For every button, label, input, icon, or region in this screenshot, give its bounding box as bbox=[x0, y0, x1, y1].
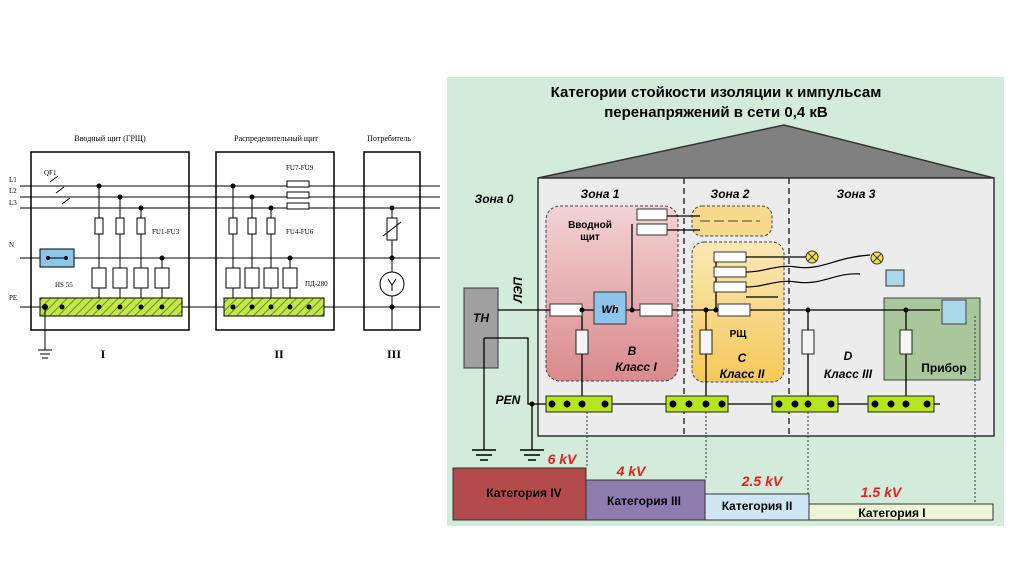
zone-2-outgoing bbox=[745, 254, 871, 298]
section-number-3: III bbox=[387, 347, 401, 361]
class-b-name: Класс I bbox=[615, 360, 657, 374]
voltage-6kv: 6 kV bbox=[548, 451, 578, 467]
appliance-icon bbox=[885, 269, 905, 287]
zone-2-fuses bbox=[713, 251, 751, 317]
class-c-letter: C bbox=[738, 351, 747, 365]
zone-1-fuses bbox=[549, 208, 673, 317]
lep-label: ЛЭП bbox=[511, 277, 525, 304]
pribor-label: Прибор bbox=[921, 361, 966, 375]
rsch-feeders bbox=[225, 180, 310, 300]
pd280-label: ПД-280 bbox=[305, 280, 328, 288]
grsch-feeders bbox=[91, 186, 170, 300]
qf1-breaker-icon bbox=[49, 175, 71, 205]
qf1-label: QF1 bbox=[44, 169, 57, 177]
pe-bar-rsch bbox=[223, 297, 325, 317]
hs55-dot-left bbox=[46, 256, 50, 260]
line-label-l1: L1 bbox=[9, 176, 17, 184]
line-label-l2: L2 bbox=[9, 187, 17, 195]
wiring-dots bbox=[529, 307, 909, 407]
tn-label: ТН bbox=[473, 311, 489, 325]
category-2-block bbox=[704, 493, 810, 521]
pe-bars bbox=[545, 395, 935, 413]
panel-rsch bbox=[215, 151, 335, 331]
class-d-letter: D bbox=[844, 349, 853, 363]
consumer-devices bbox=[379, 208, 405, 330]
vvodnoy-label-2: щит bbox=[580, 232, 600, 243]
lamp-icon-2 bbox=[870, 251, 884, 265]
category-2-label: Категория II bbox=[722, 499, 793, 513]
ground-icons bbox=[472, 449, 544, 461]
fu7-fu9-label: FU7-FU9 bbox=[286, 164, 314, 172]
zone-1-label: Зона 1 bbox=[581, 187, 620, 201]
category-4-block bbox=[452, 467, 587, 521]
panel-grsch bbox=[30, 151, 190, 331]
section-number-2: II bbox=[274, 347, 284, 361]
line-label-n: N bbox=[9, 241, 14, 249]
panel-title-grsch: Вводный щит (ГРЩ) bbox=[74, 134, 146, 143]
class-c-name: Класс II bbox=[720, 367, 766, 381]
hs55-label: HS 55 bbox=[55, 281, 73, 289]
rsch-label: РЩ bbox=[730, 329, 748, 340]
pen-label: PEN bbox=[496, 393, 521, 407]
section-number-1: I bbox=[101, 347, 106, 361]
pe-bar-grsch bbox=[39, 297, 183, 317]
surge-protectors bbox=[575, 329, 913, 355]
panel-title-consumer: Потребитель bbox=[367, 134, 411, 143]
pe-bar-rsch-dots bbox=[230, 304, 312, 310]
grsch-junction-dots bbox=[96, 183, 165, 261]
fu1-fu3-label: FU1-FU3 bbox=[152, 228, 180, 236]
zone-2-label: Зона 2 bbox=[711, 187, 750, 201]
category-3-label: Категория III bbox=[607, 494, 681, 508]
class-b-letter: B bbox=[628, 344, 637, 358]
phase-lines bbox=[20, 185, 440, 308]
hs55-dot-right bbox=[64, 256, 68, 260]
category-guides bbox=[586, 316, 976, 504]
consumer-dots bbox=[389, 205, 395, 310]
category-1-block bbox=[808, 503, 994, 521]
fu4-fu6-label: FU4-FU6 bbox=[286, 228, 314, 236]
pribor-device-icon bbox=[941, 299, 967, 325]
title-line-1: Категории стойкости изоляции к импульсам bbox=[551, 84, 882, 101]
right-insulation-diagram: Категории стойкости изоляции к импульсам… bbox=[447, 77, 1004, 526]
zone-3-label: Зона 3 bbox=[837, 187, 876, 201]
title-line-2: перенапряжений в сети 0,4 кВ bbox=[604, 104, 828, 121]
line-label-pe: PE bbox=[9, 294, 17, 302]
category-1-label: Категория I bbox=[858, 506, 925, 520]
category-4-label: Категория IV bbox=[486, 486, 561, 500]
ground-icon bbox=[38, 304, 52, 359]
tn-transformer bbox=[463, 287, 499, 369]
left-electrical-diagram: Вводный щит (ГРЩ) Распределительный щит … bbox=[9, 134, 440, 361]
voltage-1-5kv: 1.5 kV bbox=[861, 484, 903, 500]
wh-meter bbox=[593, 291, 627, 325]
voltage-4kv: 4 kV bbox=[616, 463, 647, 479]
line-label-l3: L3 bbox=[9, 199, 17, 207]
pe-bar-grsch-dots bbox=[59, 304, 165, 310]
vvodnoy-label: Вводной bbox=[568, 220, 612, 231]
class-d-name: Класс III bbox=[824, 367, 873, 381]
panel-title-rsch: Распределительный щит bbox=[234, 134, 318, 143]
zone-0-label: Зона 0 bbox=[475, 192, 514, 206]
wh-label: Wh bbox=[601, 304, 618, 316]
voltage-2-5kv: 2.5 kV bbox=[741, 473, 784, 489]
lamp-icon-1 bbox=[805, 250, 819, 264]
rsch-junction-dots bbox=[230, 183, 293, 261]
